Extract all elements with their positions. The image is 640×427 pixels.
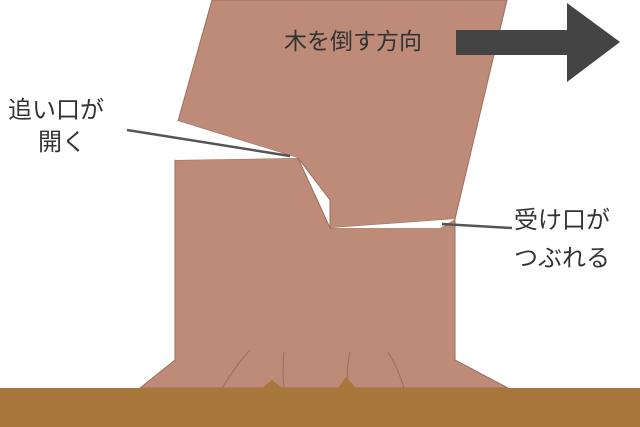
back-cut-label-line-1: 追い口が (8, 96, 104, 124)
root-flare-lines (221, 349, 405, 389)
stump (138, 157, 509, 389)
hinge-label-line-2: つぶれる (514, 244, 610, 272)
hinge-gap (330, 219, 455, 228)
hinge-label-line-1: 受け口が (514, 206, 610, 234)
back-cut-label-line-2: 開く (38, 128, 86, 156)
hinge-leader-line (441, 222, 513, 230)
notch-leader-line (126, 128, 291, 158)
back-cut-label: 追い口が 開く (8, 94, 104, 158)
direction-label: 木を倒す方向 (284, 26, 422, 58)
fall-direction-arrow (456, 3, 620, 82)
hinge-label: 受け口が つぶれる (514, 204, 610, 274)
root-bumps (262, 377, 356, 388)
direction-label-text: 木を倒す方向 (284, 29, 422, 55)
back-cut-gap (175, 121, 298, 160)
ground (0, 388, 640, 427)
